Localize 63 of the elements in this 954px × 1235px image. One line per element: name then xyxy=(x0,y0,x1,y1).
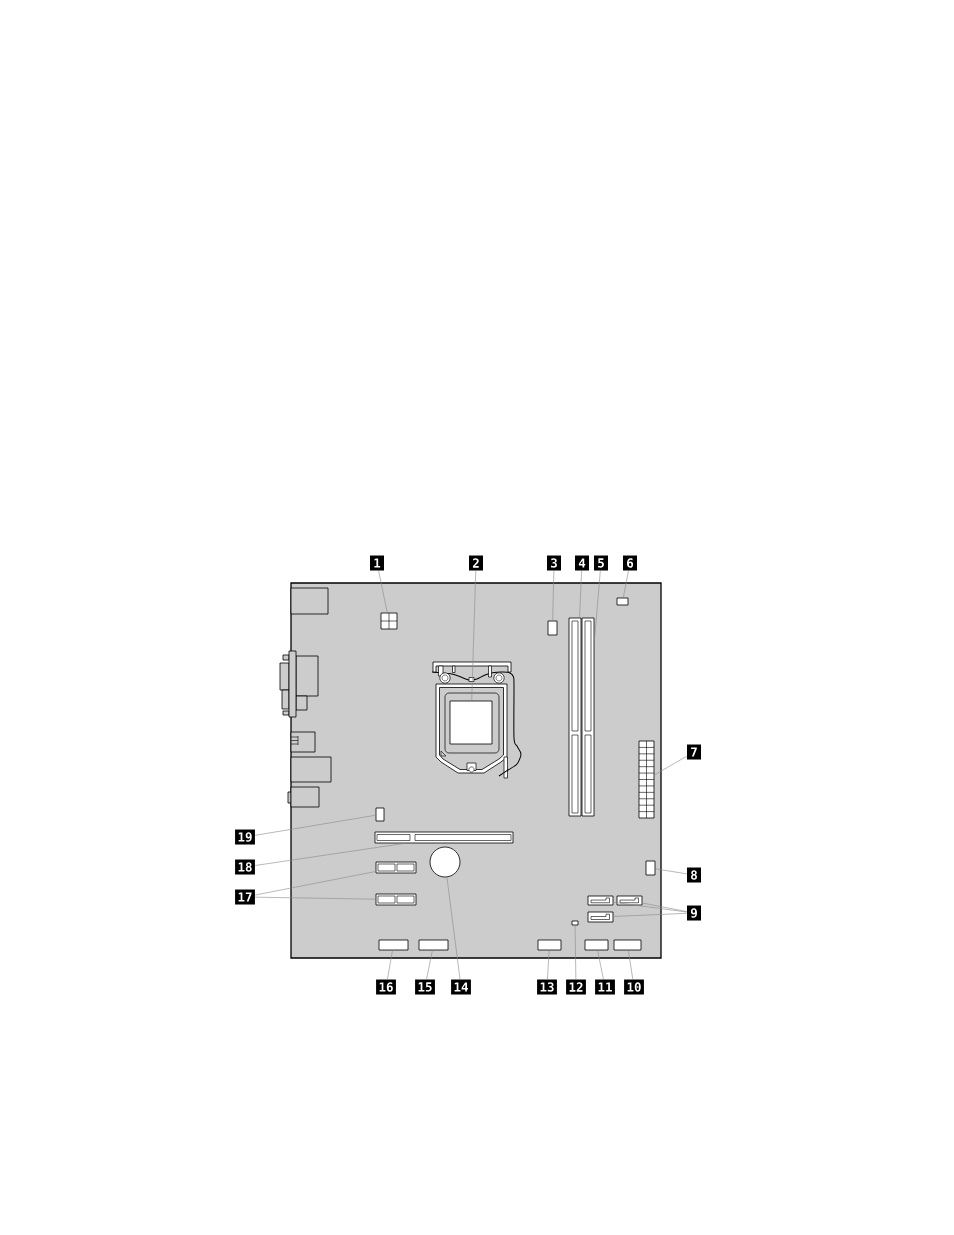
leader-line xyxy=(254,843,405,866)
callout-number: 18 xyxy=(235,859,255,875)
callout-number: 9 xyxy=(687,905,701,921)
callout-number: 8 xyxy=(687,867,701,883)
jumper xyxy=(571,920,579,926)
connector xyxy=(616,597,629,606)
sata-connector xyxy=(616,895,643,906)
callout-number: 1 xyxy=(370,555,384,571)
memory-slot xyxy=(568,617,582,817)
header-connector xyxy=(378,939,409,951)
callout-number: 12 xyxy=(566,979,586,995)
leader-line xyxy=(642,902,688,912)
memory-slot xyxy=(581,617,595,817)
leader-line xyxy=(654,755,688,776)
header-connector xyxy=(418,939,449,951)
leader-line xyxy=(254,871,376,896)
sata-connector xyxy=(587,895,614,906)
header-connector xyxy=(537,939,562,951)
connector xyxy=(375,807,385,822)
leader-line xyxy=(471,570,477,701)
callout-number: 5 xyxy=(594,555,608,571)
leader-line xyxy=(552,570,555,621)
fan-connector xyxy=(547,620,558,636)
leader-line xyxy=(613,901,688,913)
callout-number: 3 xyxy=(547,555,561,571)
power-connector xyxy=(638,740,655,819)
leader-line xyxy=(254,896,376,900)
connector xyxy=(645,860,656,876)
leader-line xyxy=(628,950,634,980)
leader-line xyxy=(613,913,688,917)
callout-number: 6 xyxy=(623,555,637,571)
callout-number: 14 xyxy=(451,979,471,995)
leader-line xyxy=(579,570,582,618)
processor xyxy=(449,700,493,745)
battery xyxy=(429,846,461,878)
leader-line xyxy=(254,814,376,836)
expansion-slot xyxy=(375,893,417,906)
leader-line xyxy=(426,950,433,980)
leader-line xyxy=(574,925,577,980)
callout-number: 15 xyxy=(415,979,435,995)
leader-line xyxy=(446,877,461,980)
leader-line xyxy=(622,570,629,598)
leader-line xyxy=(387,950,393,980)
leader-line xyxy=(594,570,601,642)
callout-number: 4 xyxy=(575,555,589,571)
header-connector xyxy=(584,939,609,951)
leader-line xyxy=(547,950,550,980)
power-connector xyxy=(380,612,398,630)
callout-number: 7 xyxy=(687,744,701,760)
callout-number: 2 xyxy=(469,555,483,571)
sata-connector xyxy=(587,911,614,923)
leader-line xyxy=(378,570,388,613)
callout-number: 13 xyxy=(537,979,557,995)
header-connector xyxy=(613,939,642,951)
callout-number: 11 xyxy=(595,979,615,995)
expansion-slot xyxy=(375,861,417,874)
callout-number: 10 xyxy=(624,979,644,995)
leader-line xyxy=(655,868,688,875)
leader-line xyxy=(597,950,604,980)
callout-number: 16 xyxy=(376,979,396,995)
expansion-slot xyxy=(374,831,514,844)
callout-number: 17 xyxy=(235,889,255,905)
callout-number: 19 xyxy=(235,829,255,845)
